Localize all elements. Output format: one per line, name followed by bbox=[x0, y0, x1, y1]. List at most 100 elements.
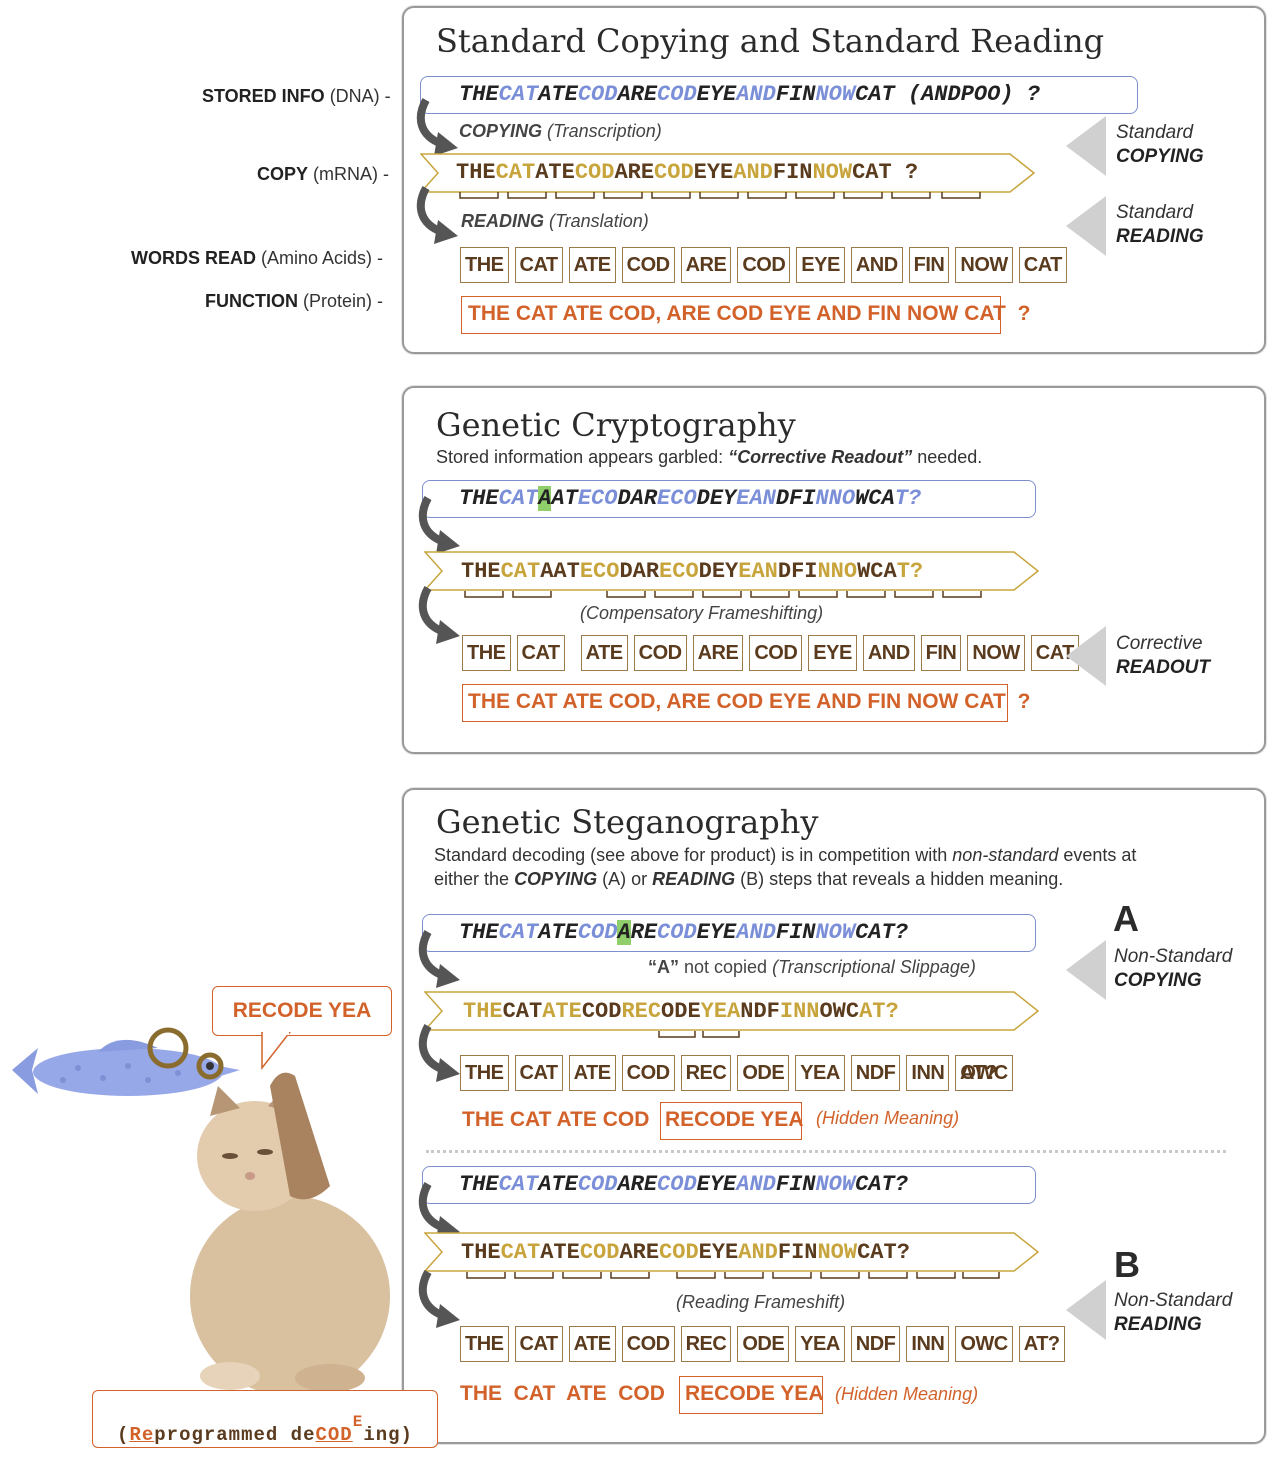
codon-segment: THE bbox=[459, 1172, 499, 1197]
codon-segment: THE bbox=[459, 82, 499, 107]
reading-caption: READING (Translation) bbox=[461, 211, 649, 231]
codon-segment: FIN bbox=[775, 1172, 816, 1197]
amino-acid-word: EYE bbox=[796, 247, 845, 283]
amino-acid-word: CAT bbox=[514, 247, 563, 283]
codon-segment: COD bbox=[577, 82, 618, 107]
amino-acid-word: INN bbox=[906, 1055, 950, 1091]
amino-acid-word: COD bbox=[621, 1055, 675, 1091]
codon-segment: COD bbox=[581, 999, 622, 1024]
amino-acid-word: CAT bbox=[514, 1055, 563, 1091]
codon-segment: NOW bbox=[817, 1240, 858, 1265]
amino-acid-word: ODE bbox=[737, 1326, 790, 1362]
mrna-sequence: THECATATECODARECODEYEANDFINNOWCAT ? bbox=[456, 160, 918, 185]
codon-segment: ARE bbox=[614, 160, 655, 185]
protein-text-a: THE CAT ATE COD bbox=[462, 1108, 650, 1131]
speech-bubble-tail bbox=[261, 1032, 291, 1071]
codon-segment: OWC bbox=[819, 999, 860, 1024]
caption-part: ( bbox=[117, 1424, 130, 1446]
codon-segment: ATE bbox=[542, 999, 582, 1024]
grey-left-arrow-icon bbox=[1066, 116, 1106, 176]
panel-steganography-desc-2: either the COPYING (A) or READING (B) st… bbox=[434, 869, 1064, 889]
amino-acid-word: THE bbox=[462, 635, 511, 671]
codon-segment: CAT bbox=[498, 486, 539, 511]
amino-acid-word: FIN bbox=[908, 247, 950, 283]
amino-acid-word: REC bbox=[680, 1055, 732, 1091]
codon-segment: CAT? bbox=[855, 1172, 908, 1197]
fish-illustration bbox=[12, 1027, 240, 1096]
codon-segment: ECO bbox=[579, 559, 620, 584]
cat-illustration bbox=[190, 1072, 390, 1396]
codon-segment: COD bbox=[577, 920, 618, 945]
codon-segment: AND bbox=[738, 1240, 778, 1265]
codon-segment: DFI bbox=[775, 486, 816, 511]
amino-acid-word: ODE bbox=[737, 1055, 790, 1091]
codon-segment: T? bbox=[894, 486, 922, 511]
protein-text: THE CAT ATE COD, ARE COD EYE AND FIN NOW… bbox=[468, 690, 1031, 713]
panel-steganography-title: Genetic Steganography bbox=[436, 803, 819, 841]
codon-segment: (ANDPOO) ? bbox=[894, 82, 1040, 107]
protein-box bbox=[461, 296, 1001, 334]
codon-segment: CAT bbox=[500, 1240, 541, 1265]
amino-acid-word: CAT bbox=[516, 635, 565, 671]
codon-segment: ATE bbox=[538, 82, 578, 107]
panel-cryptography-subtitle: Stored information appears garbled: “Cor… bbox=[436, 447, 983, 467]
speech-bubble: RECODE YEA bbox=[212, 986, 392, 1036]
codon-segment: NOW bbox=[815, 1172, 856, 1197]
label-words-read: WORDS READ (Amino Acids) - bbox=[131, 248, 384, 268]
amino-acid-word: OWC bbox=[955, 1326, 1013, 1362]
section-a-letter: A bbox=[1113, 898, 1139, 939]
amino-acid-word: COD bbox=[621, 247, 675, 283]
codon-segment: THE bbox=[463, 999, 503, 1024]
dna-sequence: THECATATECODARECODEYEANDFINNOWCAT (ANDPO… bbox=[459, 82, 1040, 107]
frameshift-caption: (Reading Frameshift) bbox=[676, 1292, 846, 1312]
curved-arrow-icon bbox=[418, 496, 460, 554]
codon-segment: T? bbox=[896, 559, 924, 584]
curved-arrow-icon bbox=[418, 1270, 460, 1328]
amino-acid-word: INN bbox=[906, 1326, 950, 1362]
codon-segment: FIN bbox=[777, 1240, 818, 1265]
codon-segment: ATE bbox=[535, 160, 575, 185]
panel-cryptography-title: Genetic Cryptography bbox=[436, 406, 796, 444]
codon-segment: CAT bbox=[852, 160, 892, 185]
caption-part: COD bbox=[315, 1424, 353, 1446]
hidden-protein-box bbox=[679, 1376, 823, 1414]
curved-arrow-icon bbox=[418, 1024, 460, 1082]
codon-segment: ECO bbox=[577, 486, 618, 511]
codon-segment: CAT bbox=[500, 559, 541, 584]
codon-segment: AND bbox=[736, 82, 776, 107]
amino-acid-word: AND bbox=[862, 635, 915, 671]
grey-left-arrow-icon bbox=[1066, 1280, 1106, 1340]
mrna-sequence: THECATAATECODARECODEYEANDFINNOWCAT? bbox=[461, 559, 923, 584]
amino-acid-word: ATE bbox=[580, 635, 628, 671]
codon-segment: NDF bbox=[740, 999, 780, 1024]
amino-acid-word: THE bbox=[460, 1055, 509, 1091]
amino-acid-word: ARE bbox=[692, 635, 744, 671]
copying-caption: COPYING (Transcription) bbox=[459, 121, 662, 141]
codon-segment: ARE bbox=[617, 82, 658, 107]
amino-acid-word: AT? bbox=[1018, 1326, 1065, 1362]
panel-steganography bbox=[402, 788, 1266, 1444]
amino-acid-word: COD bbox=[749, 635, 803, 671]
amino-acid-word: THE bbox=[460, 247, 509, 283]
codon-segment: COD bbox=[657, 82, 697, 107]
amino-acid-word: REC bbox=[680, 1326, 732, 1362]
caption-part: E bbox=[352, 1413, 364, 1431]
codon-segment: A bbox=[617, 920, 631, 945]
codon-segment: EAN bbox=[736, 486, 776, 511]
mrna-arrow-shape bbox=[424, 1232, 1040, 1272]
codon-segment: FIN bbox=[772, 160, 813, 185]
grey-left-arrow-icon bbox=[1066, 626, 1106, 686]
hidden-protein-text: RECODE YEA bbox=[685, 1382, 824, 1405]
codon-segment: ATE bbox=[538, 1172, 578, 1197]
codon-segment: THE bbox=[461, 1240, 501, 1265]
codon-segment: COD bbox=[657, 1172, 697, 1197]
grey-left-arrow-icon bbox=[1066, 196, 1106, 256]
curved-arrow-icon bbox=[416, 186, 458, 244]
codon-segment: NOW bbox=[815, 920, 856, 945]
dna-sequence: THECATATECODARECODEYEANDFINNOWCAT? bbox=[459, 1172, 908, 1197]
codon-segment: ARE bbox=[617, 1172, 658, 1197]
